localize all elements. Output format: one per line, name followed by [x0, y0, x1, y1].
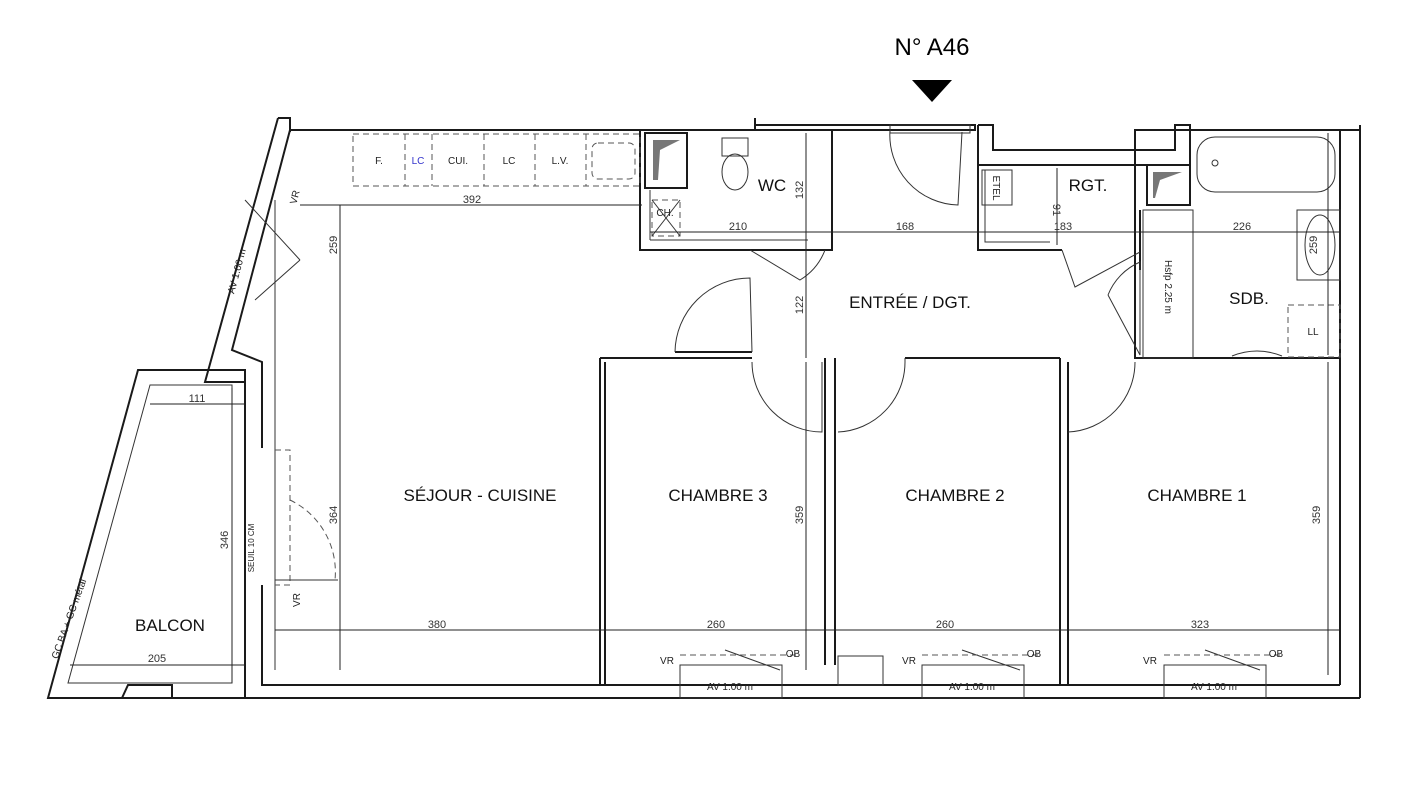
vr-label-sejour-bottom: VR — [292, 593, 303, 607]
dim-210: 210 — [729, 221, 747, 233]
ob-label-chambre2: OB — [1027, 649, 1042, 660]
kitchen-unit-sink: L.V. — [552, 156, 569, 167]
vr-label-chambre1: VR — [1143, 656, 1157, 667]
windows — [679, 649, 1280, 699]
kitchen-unit-fridge: F. — [375, 156, 383, 167]
window-av-label-sejour: AV 1.00 m — [226, 248, 249, 295]
etel-label: ETEL — [990, 175, 1001, 200]
ob-label-chambre3: OB — [786, 649, 801, 660]
balcony — [46, 369, 246, 699]
room-label-entree: ENTRÉE / DGT. — [849, 293, 971, 312]
dim-364: 364 — [328, 506, 340, 524]
railing-label: GC BA + GC métal — [50, 578, 89, 661]
room-label-balcon: BALCON — [135, 616, 205, 635]
dim-168: 168 — [896, 221, 914, 233]
dim-122: 122 — [794, 296, 806, 314]
window-av-label-chambre3: AV 1.00 m — [707, 682, 753, 693]
threshold-label: SEUIL 10 CM — [247, 523, 256, 572]
entrance-arrow-icon — [912, 80, 952, 102]
vr-label-sejour-top: VR — [288, 189, 302, 205]
kitchen-unit-cooker: CUI. — [448, 156, 468, 167]
window-av-label-chambre1: AV 1.00 m — [1191, 682, 1237, 693]
dim-183: 183 — [1054, 221, 1072, 233]
room-label-chambre3: CHAMBRE 3 — [668, 486, 767, 505]
kitchen-units — [352, 133, 681, 237]
window-av-label-chambre2: AV 1.00 m — [949, 682, 995, 693]
dim-323: 323 — [1191, 619, 1209, 631]
ceiling-height-label: Hsfp 2.25 m — [1162, 260, 1173, 314]
ob-label-chambre1: OB — [1269, 649, 1284, 660]
dim-359-chambre1: 359 — [1311, 506, 1323, 524]
dimension-lines — [70, 133, 1340, 683]
room-label-rgt: RGT. — [1069, 176, 1108, 195]
dim-226: 226 — [1233, 221, 1251, 233]
interior-walls — [599, 124, 1341, 686]
room-label-sdb: SDB. — [1229, 289, 1269, 308]
washing-machine-label: LL — [1307, 327, 1319, 338]
dim-380: 380 — [428, 619, 446, 631]
dim-392: 392 — [463, 194, 481, 206]
dim-91: 91 — [1050, 204, 1062, 216]
vr-label-chambre2: VR — [902, 656, 916, 667]
kitchen-unit-washer: LC — [503, 156, 516, 167]
dim-260-chambre2: 260 — [936, 619, 954, 631]
dim-259-sdb: 259 — [1308, 236, 1320, 254]
kitchen-unit-dishwasher: LC — [412, 156, 425, 167]
dim-111: 111 — [189, 393, 206, 405]
room-label-wc: WC — [758, 176, 786, 195]
apartment-number: N° A46 — [895, 34, 970, 61]
doors — [244, 129, 1141, 586]
dim-132: 132 — [794, 181, 806, 199]
dim-259-sejour: 259 — [328, 236, 340, 254]
dim-260-chambre3: 260 — [707, 619, 725, 631]
dim-359-chambre3: 359 — [794, 506, 806, 524]
dim-346: 346 — [219, 531, 231, 549]
room-label-chambre1: CHAMBRE 1 — [1147, 486, 1246, 505]
dim-205: 205 — [148, 653, 166, 665]
boiler-label: CH. — [656, 208, 673, 219]
room-label-chambre2: CHAMBRE 2 — [905, 486, 1004, 505]
room-label-sejour: SÉJOUR - CUISINE — [403, 486, 556, 505]
vr-label-chambre3: VR — [660, 656, 674, 667]
